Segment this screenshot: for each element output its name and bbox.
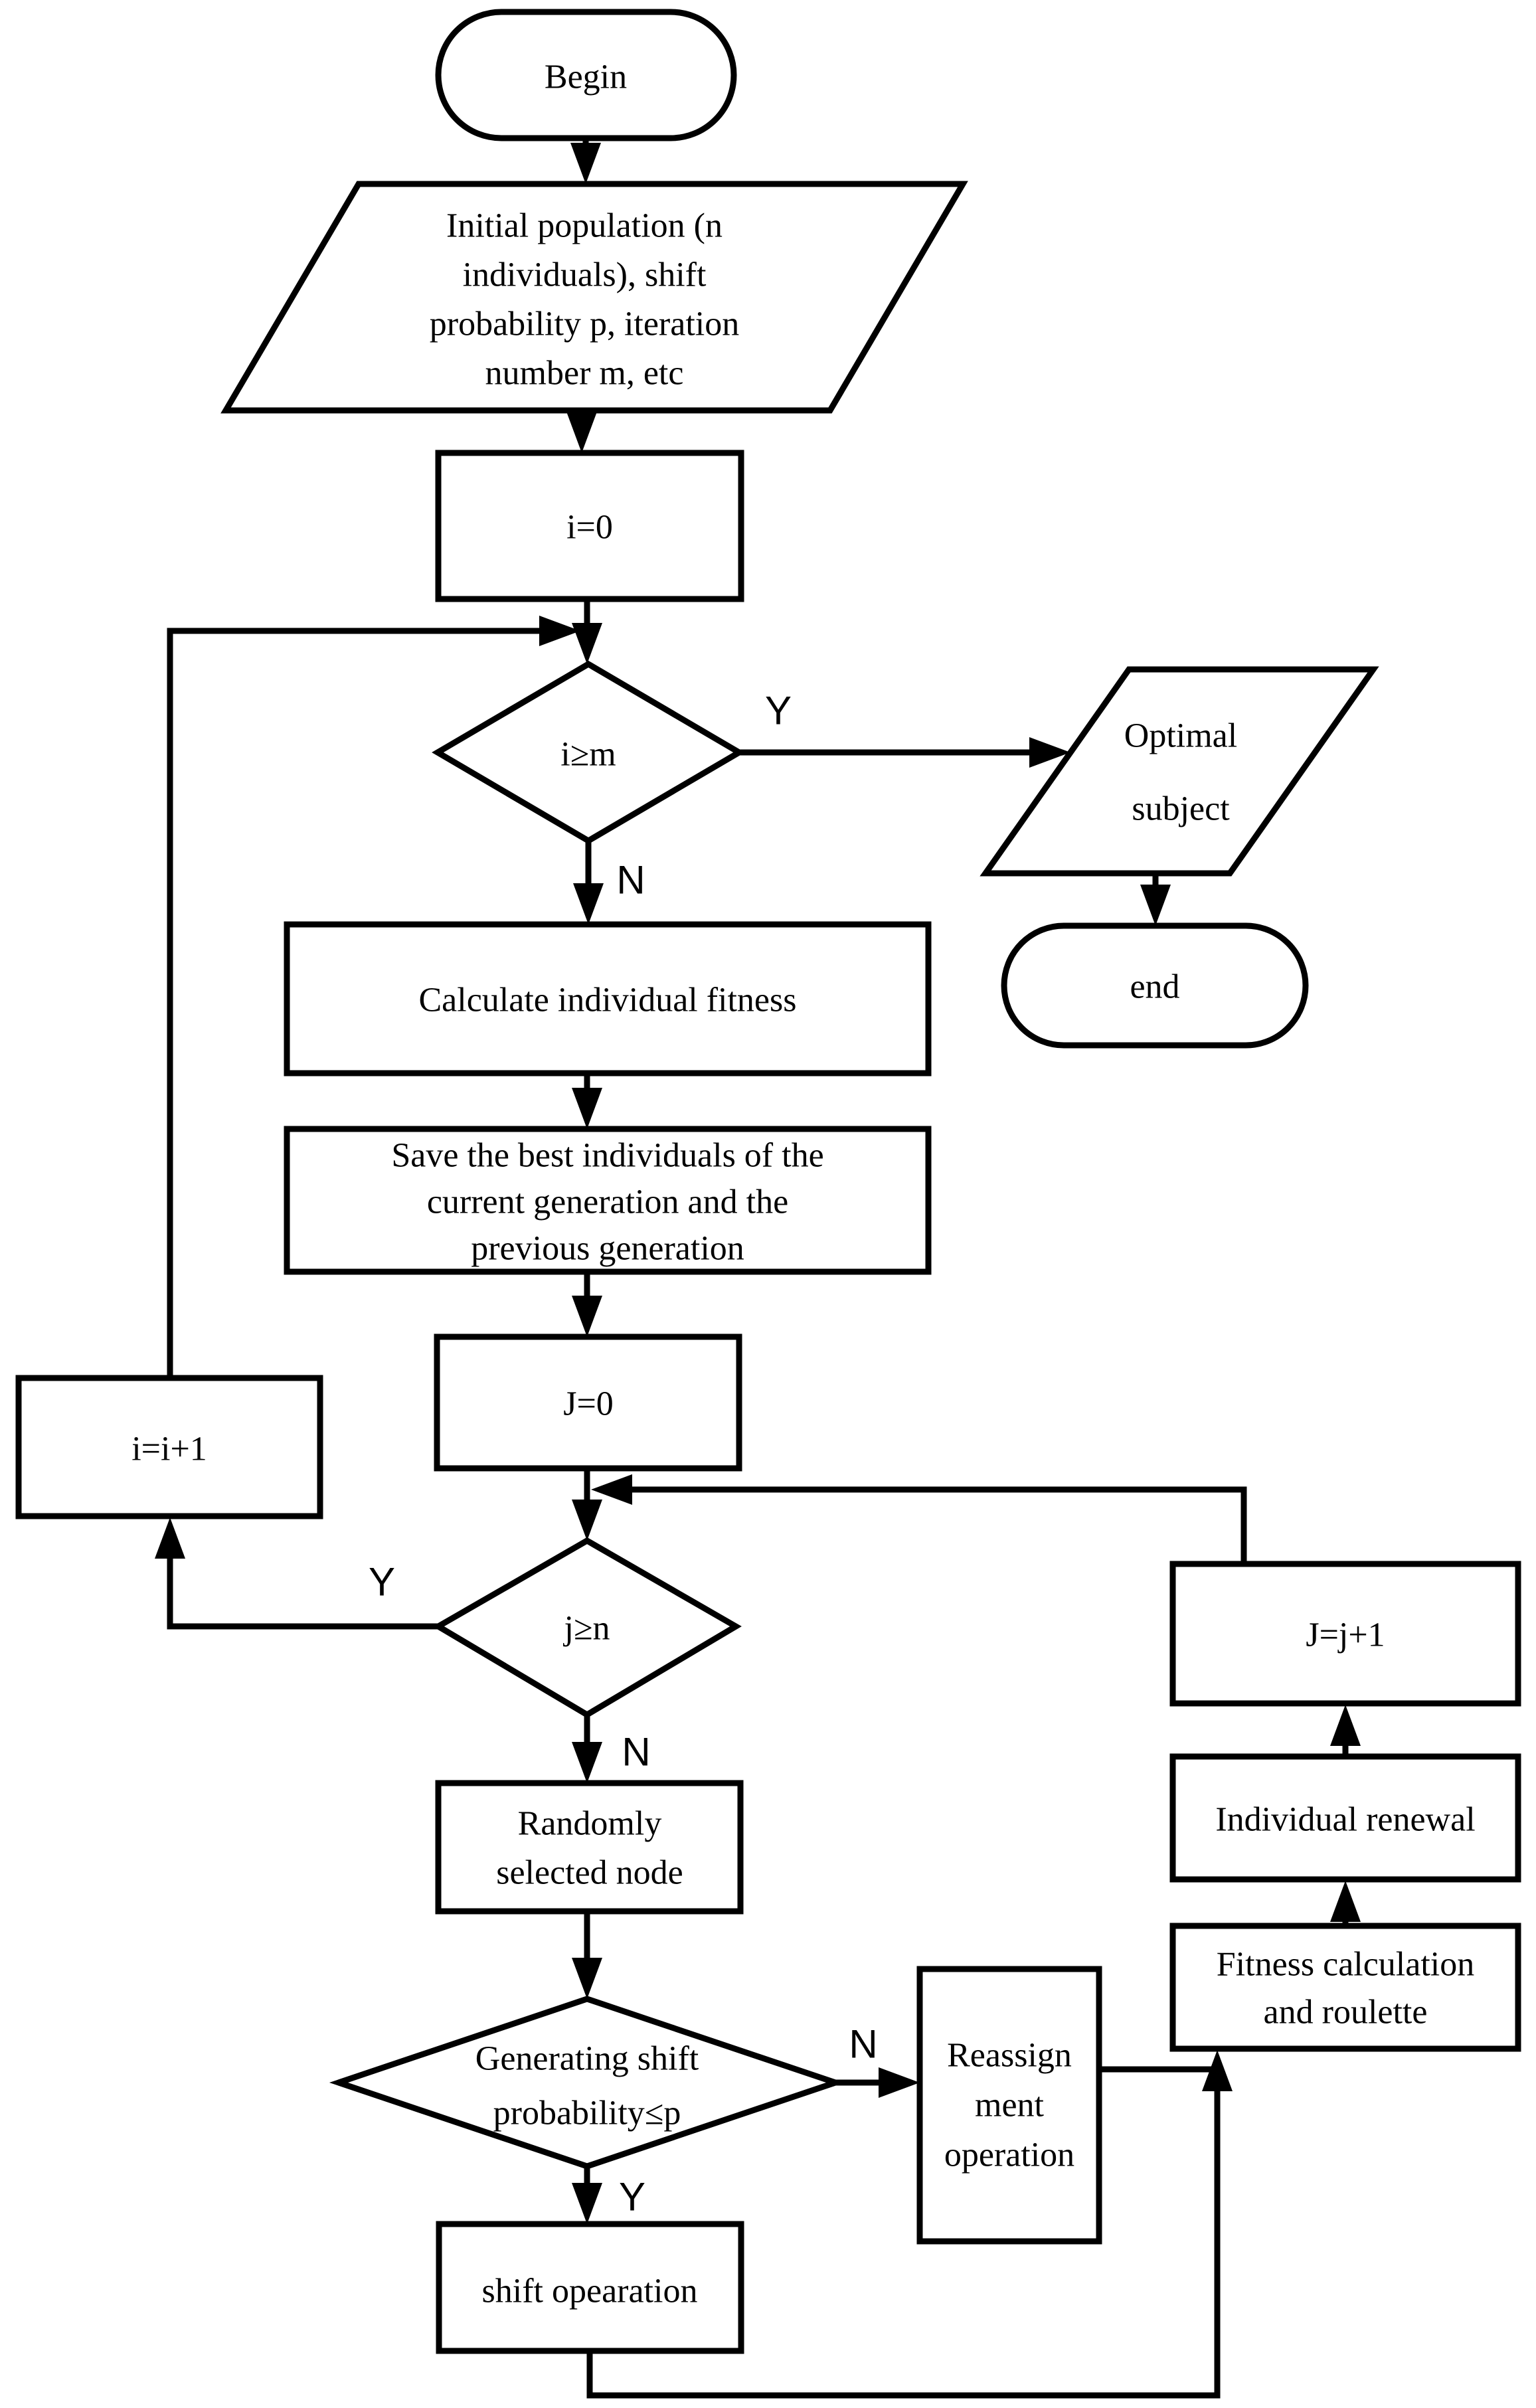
node-inc-j: J=j+1: [1169, 1561, 1521, 1707]
arrowhead-icon: [1330, 1881, 1361, 1922]
node-shift-op-label: shift opearation: [482, 2273, 698, 2310]
node-shift-check-line: probability≤p: [493, 2095, 681, 2132]
node-i0-label: i=0: [566, 509, 613, 547]
arrowhead-icon: [155, 1517, 185, 1559]
node-fitness: Fitness calculation and roulette: [1169, 1923, 1521, 2052]
node-iter-check-label: i≥m: [560, 736, 616, 774]
arrowhead-icon: [591, 1474, 632, 1505]
node-shift-check-line: Generating shift: [475, 2040, 699, 2078]
arrowhead-icon: [1140, 885, 1171, 926]
node-random-line: selected node: [496, 1854, 683, 1892]
node-init-line: probability p, iteration: [430, 305, 739, 343]
node-renewal: Individual renewal: [1169, 1753, 1521, 1883]
node-optimal-line: Optimal: [1124, 717, 1237, 755]
node-init-line: number m, etc: [485, 355, 684, 392]
edge-labels: Y N Y N N Y: [369, 689, 878, 2219]
node-reassign: Reassign ment operation: [916, 1966, 1102, 2245]
arrowhead-icon: [1330, 1705, 1361, 1746]
node-j0-label: J=0: [563, 1385, 614, 1423]
label-pop-yes: Y: [369, 1560, 395, 1604]
node-init-line: Initial population (n: [446, 207, 723, 245]
arrowhead-icon: [879, 2067, 920, 2098]
edge-incj-loopback: [630, 1486, 1247, 1564]
arrowhead-icon: [570, 143, 601, 184]
arrowhead-icon: [572, 1088, 602, 1129]
edges: [155, 138, 1361, 2399]
node-calc: Calculate individual fitness: [284, 921, 932, 1076]
node-begin: Begin: [435, 9, 737, 141]
label-iter-yes: Y: [765, 689, 792, 733]
edge-popcheck-inci: [167, 1527, 438, 1630]
node-random: Randomly selected node: [435, 1780, 744, 1915]
node-optimal: Optimal subject: [980, 666, 1379, 877]
node-shift-check: Generating shift probability≤p: [329, 1996, 845, 2170]
nodes: Begin Initial population (n individuals)…: [15, 9, 1521, 2354]
node-inc-i-label: i=i+1: [131, 1430, 207, 1468]
arrowhead-icon: [572, 1500, 602, 1541]
node-init: Initial population (n individuals), shif…: [220, 181, 968, 414]
node-save: Save the best individuals of the current…: [284, 1126, 932, 1275]
label-shift-no: N: [849, 2022, 877, 2067]
node-init-line: individuals), shift: [463, 256, 707, 294]
label-shift-yes: Y: [619, 2175, 645, 2219]
node-inc-j-label: J=j+1: [1306, 1616, 1385, 1654]
label-iter-no: N: [616, 858, 645, 903]
node-inc-i: i=i+1: [15, 1375, 323, 1519]
arrowhead-icon: [572, 1742, 602, 1783]
node-reassign-line: operation: [944, 2136, 1074, 2174]
node-end: end: [1001, 922, 1309, 1049]
arrowhead-icon: [566, 412, 597, 453]
edge-inci-loopback: [167, 628, 551, 1378]
node-i0: i=0: [435, 450, 744, 602]
arrowhead-icon: [572, 2183, 602, 2224]
node-fitness-line: and roulette: [1264, 1994, 1428, 2031]
node-pop-check: j≥n: [432, 1537, 742, 1719]
node-fitness-line: Fitness calculation: [1217, 1946, 1474, 1984]
node-reassign-line: ment: [975, 2087, 1045, 2124]
node-end-label: end: [1130, 968, 1179, 1006]
node-iter-check: i≥m: [432, 660, 745, 845]
node-save-line: previous generation: [471, 1230, 744, 1268]
node-renewal-label: Individual renewal: [1215, 1801, 1475, 1839]
arrowhead-icon: [572, 623, 602, 664]
label-pop-no: N: [622, 1730, 650, 1774]
node-optimal-line: subject: [1132, 790, 1230, 828]
node-save-line: Save the best individuals of the: [391, 1137, 823, 1175]
node-j0: J=0: [434, 1333, 742, 1472]
arrowhead-icon: [573, 883, 604, 924]
edge-shiftop-fitness: [586, 2059, 1221, 2399]
node-save-line: current generation and the: [427, 1183, 788, 1221]
node-calc-label: Calculate individual fitness: [419, 982, 797, 1019]
arrowhead-icon: [572, 1296, 602, 1337]
node-reassign-line: Reassign: [947, 2037, 1072, 2075]
node-pop-check-label: j≥n: [563, 1610, 610, 1648]
node-random-line: Randomly: [518, 1805, 662, 1843]
node-shift-op: shift opearation: [436, 2221, 744, 2354]
arrowhead-icon: [1029, 737, 1070, 768]
arrowhead-icon: [572, 1958, 602, 1999]
arrowhead-icon: [539, 616, 580, 646]
node-begin-label: Begin: [545, 58, 627, 96]
